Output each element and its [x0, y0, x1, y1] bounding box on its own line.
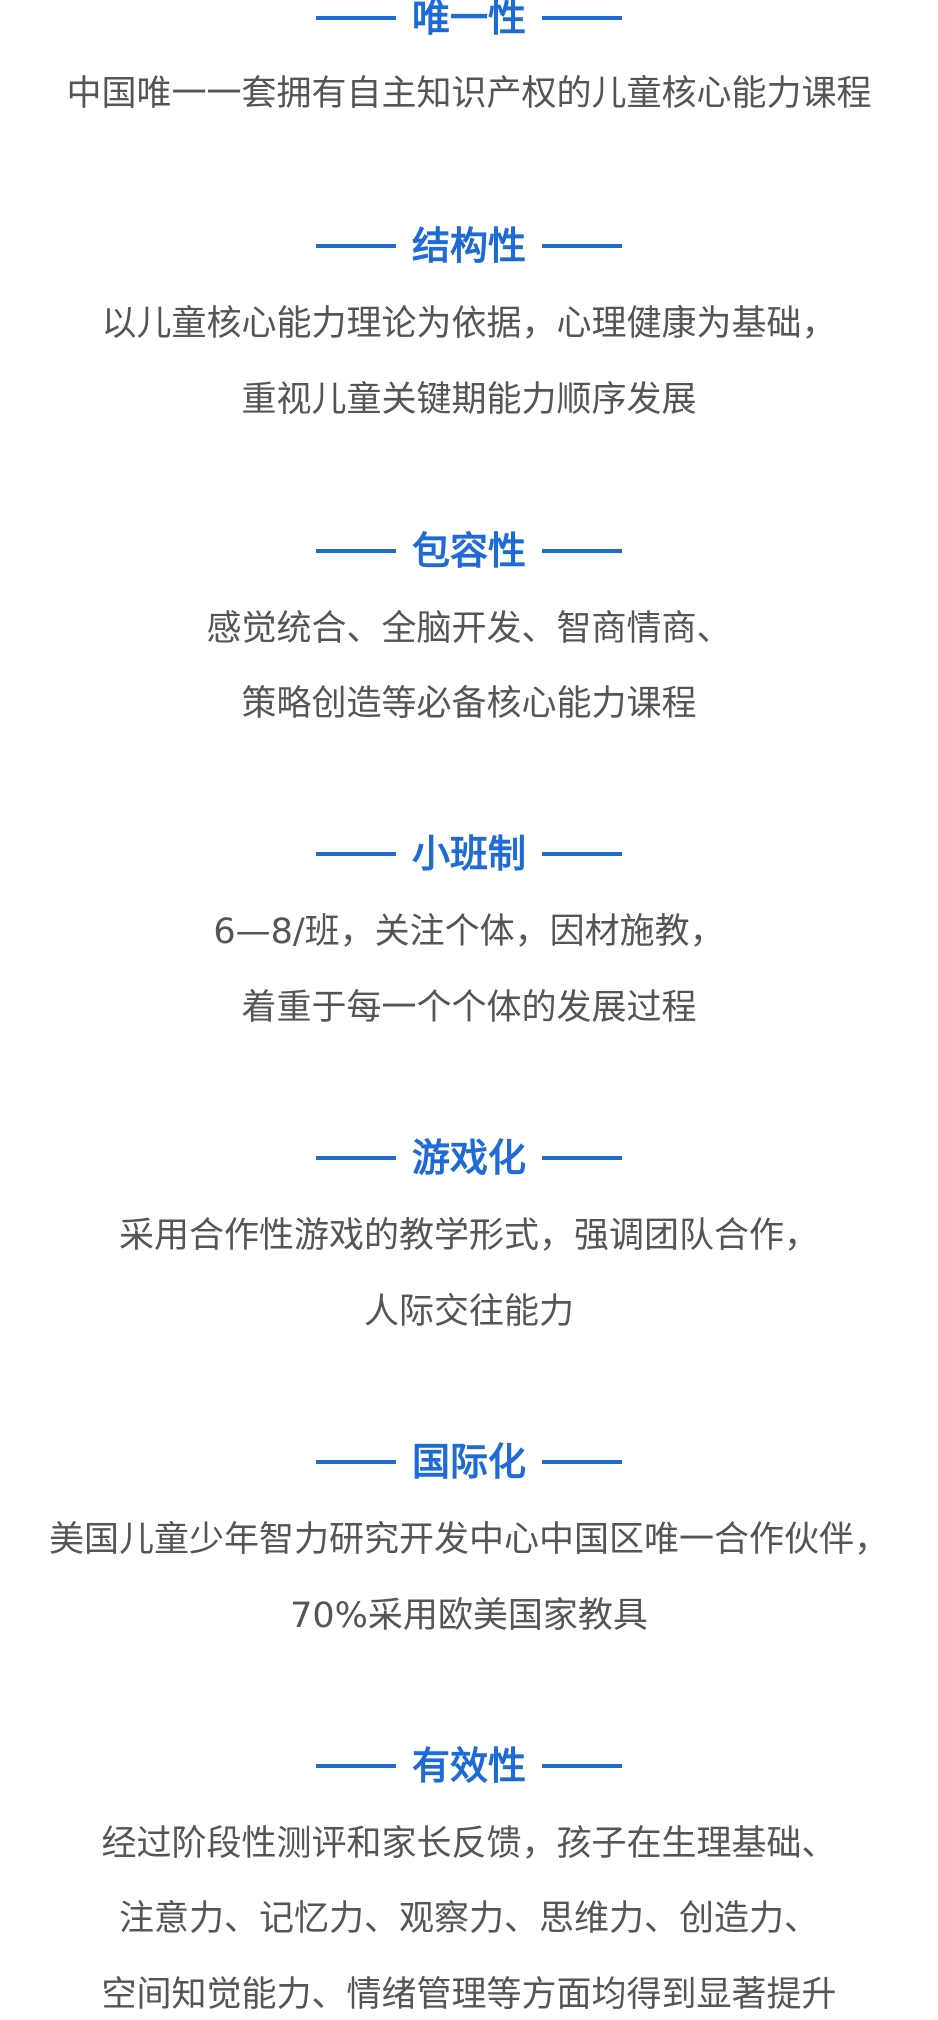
feature-description-line: 采用合作性游戏的教学形式，强调团队合作， [118, 1216, 819, 1256]
heading-rule-right [542, 1156, 622, 1160]
feature-title: 包容性 [411, 529, 526, 573]
feature-description-line: 空间知觉能力、情绪管理等方面均得到显著提升 [101, 1975, 837, 2015]
feature-heading: 国际化 [0, 1440, 938, 1484]
heading-rule-left [315, 1156, 396, 1160]
feature-title: 结构性 [411, 224, 526, 268]
feature-description-line: 中国唯一一套拥有自主知识产权的儿童核心能力课程 [66, 74, 872, 114]
feature-title: 游戏化 [411, 1136, 526, 1180]
feature-description-line: 70%采用欧美国家教具 [290, 1596, 648, 1636]
heading-rule-right [542, 1764, 622, 1768]
heading-rule-right [542, 549, 622, 553]
feature-description-line: 注意力、记忆力、观察力、思维力、创造力、 [118, 1899, 819, 1939]
feature-heading: 游戏化 [0, 1136, 938, 1180]
feature-title: 有效性 [411, 1744, 526, 1788]
feature-heading: 结构性 [0, 224, 938, 268]
feature-description-line: 6—8/班，关注个体，因材施教， [213, 912, 725, 952]
feature-title: 唯一性 [411, 0, 526, 40]
heading-rule-right [542, 1460, 622, 1464]
feature-description-line: 感觉统合、全脑开发、智商情商、 [206, 609, 732, 649]
heading-rule-right [542, 244, 622, 248]
heading-rule-left [315, 549, 396, 553]
heading-rule-left [315, 1764, 396, 1768]
feature-description-line: 美国儿童少年智力研究开发中心中国区唯一合作伙伴， [48, 1520, 889, 1560]
feature-description-line: 策略创造等必备核心能力课程 [241, 684, 697, 724]
feature-description-line: 重视儿童关键期能力顺序发展 [241, 380, 697, 420]
feature-heading: 有效性 [0, 1744, 938, 1788]
heading-rule-left [315, 16, 396, 20]
feature-heading: 包容性 [0, 529, 938, 573]
feature-description-line: 着重于每一个个体的发展过程 [241, 988, 697, 1028]
feature-heading: 唯一性 [0, 0, 938, 40]
feature-description-line: 经过阶段性测评和家长反馈，孩子在生理基础、 [101, 1824, 837, 1864]
heading-rule-right [542, 852, 622, 856]
feature-title: 国际化 [411, 1440, 526, 1484]
feature-title: 小班制 [411, 832, 526, 876]
feature-description-line: 人际交往能力 [363, 1292, 574, 1332]
heading-rule-left [315, 244, 396, 248]
feature-description-line: 以儿童核心能力理论为依据，心理健康为基础， [101, 304, 837, 344]
feature-heading: 小班制 [0, 832, 938, 876]
heading-rule-left [315, 852, 396, 856]
heading-rule-left [315, 1460, 396, 1464]
heading-rule-right [542, 16, 622, 20]
